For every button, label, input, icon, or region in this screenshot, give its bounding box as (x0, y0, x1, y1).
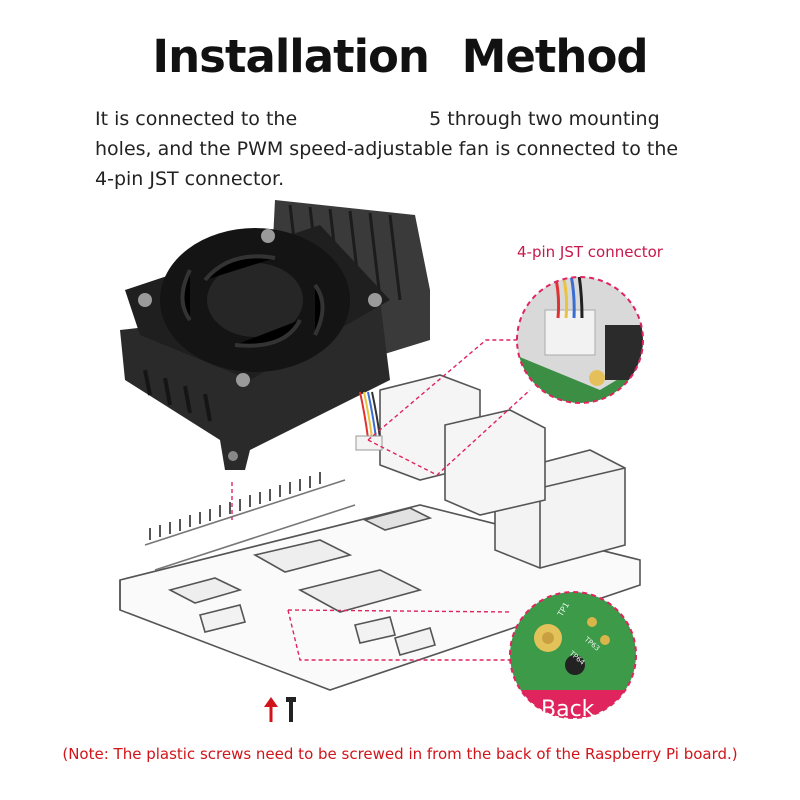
intro-line1-before: It is connected to the (95, 108, 298, 130)
jst-zoom-circle (516, 276, 644, 404)
installation-note: (Note: The plastic screws need to be scr… (62, 745, 738, 763)
gpio-pins (149, 472, 321, 540)
intro-line2: holes, and the PWM speed-adjustable fan … (95, 138, 679, 160)
intro-text: It is connected to the 5 through two moun… (95, 104, 715, 194)
gpio-header (144, 479, 356, 571)
callout-lines (231, 339, 531, 661)
back-label: Back (541, 697, 595, 722)
screw-icon (286, 697, 296, 722)
up-arrow-icon (264, 697, 278, 722)
jst-connector-label: 4-pin JST connector (517, 243, 663, 261)
intro-line3: 4-pin JST connector. (95, 168, 285, 190)
raspberry-pi-board (119, 374, 641, 691)
fan-cable (355, 391, 383, 451)
intro-line1-after: 5 through two mounting (429, 108, 660, 130)
fan-icon (125, 225, 390, 387)
page-title: Installation Method (152, 30, 648, 83)
